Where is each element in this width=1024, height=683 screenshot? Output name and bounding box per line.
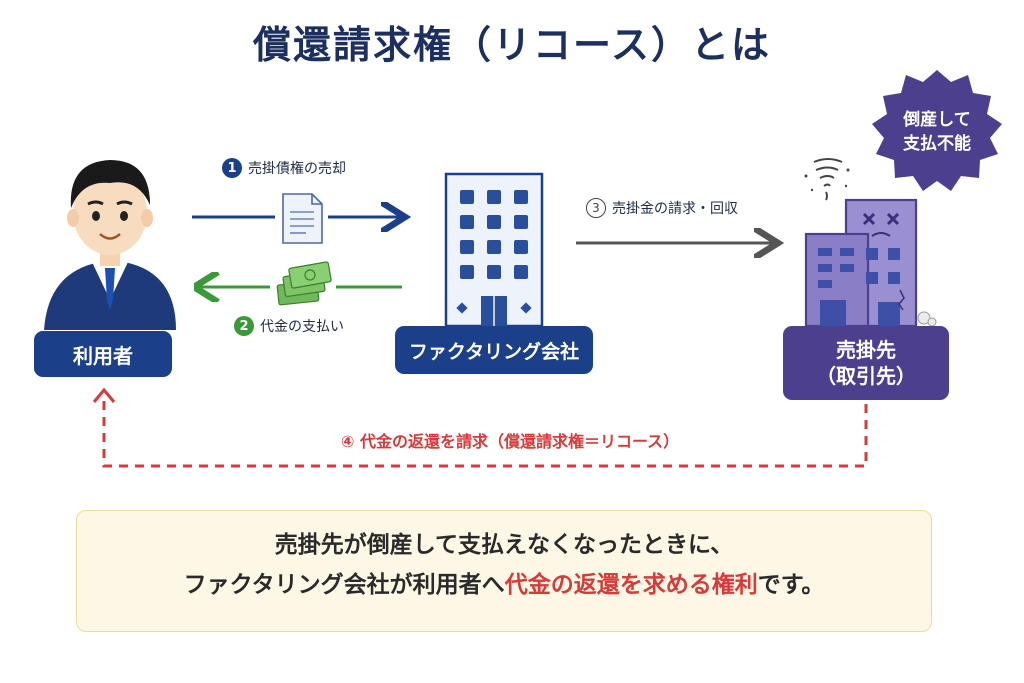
step-1-label: 1 売掛債権の売却 — [222, 158, 346, 178]
note-line-2: ファクタリング会社が利用者へ代金の返還を求める権利です。 — [77, 565, 931, 605]
user-label: 利用者 — [34, 331, 172, 377]
debtor-building-icon — [804, 158, 937, 328]
document-icon — [282, 193, 323, 244]
step-1-number: 1 — [222, 158, 242, 178]
debtor-label-line2: （取引先） — [816, 364, 916, 388]
user-person-icon — [44, 160, 176, 330]
badge-line2: 支払不能 — [903, 134, 971, 154]
step-3-label: 3 売掛金の請求・回収 — [586, 198, 738, 218]
step-4-label: ④ 代金の返還を請求（償還請求権＝リコース） — [340, 432, 680, 451]
factoring-company-label: ファクタリング会社 — [395, 326, 593, 374]
step-3-text: 売掛金の請求・回収 — [612, 201, 738, 217]
note-line-1: 売掛先が倒産して支払えなくなったときに、 — [274, 532, 734, 558]
bankruptcy-badge: 倒産して 支払不能 — [875, 88, 999, 178]
step-1-text: 売掛債権の売却 — [248, 161, 346, 177]
explanation-note: 売掛先が倒産して支払えなくなったときに、 ファクタリング会社が利用者へ代金の返還… — [76, 510, 932, 632]
note-highlight: 代金の返還を求める権利 — [504, 572, 758, 599]
step-2-text: 代金の支払い — [260, 319, 344, 335]
debtor-label-line1: 売掛先 — [836, 338, 896, 362]
badge-line1: 倒産して — [903, 110, 971, 131]
debtor-label: 売掛先 （取引先） — [783, 326, 949, 400]
factoring-building-icon — [444, 172, 544, 328]
note-line-2-suffix: です。 — [757, 572, 825, 599]
money-icon — [276, 261, 332, 306]
bankruptcy-badge-shape — [872, 70, 1002, 191]
step-3-number: 3 — [586, 198, 606, 218]
step-2-number: 2 — [234, 316, 254, 336]
note-line-2-prefix: ファクタリング会社が利用者へ — [183, 572, 505, 599]
step-2-label: 2 代金の支払い — [234, 316, 344, 336]
arrow-recourse-claim — [92, 387, 868, 468]
page-title: 償還請求権（リコース）とは — [252, 23, 772, 67]
